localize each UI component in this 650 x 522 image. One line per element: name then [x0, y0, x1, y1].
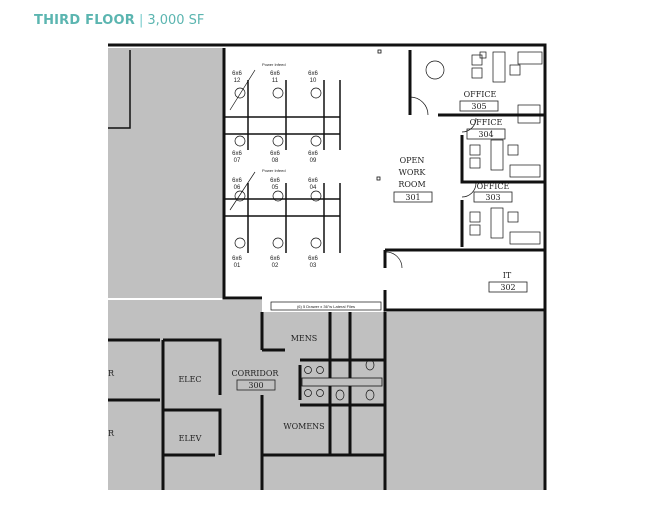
cubicle-number: 02: [272, 263, 279, 269]
room-label: MENS: [291, 334, 318, 343]
right-lower-area: [385, 312, 545, 490]
cubicle-number: 07: [234, 158, 241, 164]
room-label: ELEC: [178, 375, 201, 384]
room-label: OFFICE: [464, 90, 497, 99]
room-label-partial: R: [108, 429, 115, 438]
cubicle-size: 6x6: [308, 151, 318, 157]
cubicle-number: 11: [272, 78, 279, 84]
cubicle-number: 12: [234, 78, 241, 84]
cubicle-size: 6x6: [232, 256, 242, 262]
cubicle-number: 08: [272, 158, 279, 164]
cubicle-number: 04: [310, 185, 317, 191]
room-label: WORK: [399, 168, 427, 177]
room-label-partial: R: [108, 369, 115, 378]
room-label: OFFICE: [470, 118, 503, 127]
room-label: ROOM: [398, 180, 425, 189]
cubicle-size: 6x6: [308, 178, 318, 184]
lateral-files-label: (6) 5 Drawer x 36"w Lateral Files: [297, 304, 355, 309]
room-label: CORRIDOR: [232, 369, 280, 378]
room-number: 305: [471, 102, 486, 111]
cubicle-size: 6x6: [308, 71, 318, 77]
cubicle-furniture: [224, 49, 382, 253]
left-common-area: [108, 48, 224, 298]
cubicle-size: 6x6: [308, 256, 318, 262]
room-number: 304: [478, 130, 493, 139]
lateral-files: [270, 301, 382, 311]
office-furniture: [425, 51, 543, 245]
room-label: OFFICE: [477, 182, 510, 191]
power-infeed-label: Power Infeed: [262, 62, 286, 67]
cubicle-number: 06: [234, 185, 241, 191]
core-common-area: [108, 300, 385, 490]
floor-header: THIRD FLOOR|3,000 SF: [34, 13, 204, 28]
cubicle-size: 6x6: [270, 178, 280, 184]
cubicle-number: 05: [272, 185, 279, 191]
cubicle-size: 6x6: [232, 178, 242, 184]
room-number: 302: [500, 283, 515, 292]
cubicle-size: 6x6: [270, 256, 280, 262]
room-label: OPEN: [400, 156, 425, 165]
cubicle-size: 6x6: [270, 151, 280, 157]
cubicle-number: 01: [234, 263, 241, 269]
cubicle-size: 6x6: [232, 151, 242, 157]
it-room-walls: [383, 248, 545, 312]
cubicle-size: 6x6: [232, 71, 242, 77]
cubicle-size: 6x6: [270, 71, 280, 77]
cubicle-number: 10: [310, 78, 317, 84]
power-infeed-label: Power Infeed: [262, 168, 286, 173]
room-number: 303: [485, 193, 500, 202]
room-number: 300: [248, 381, 263, 390]
floor-area: 3,000 SF: [147, 13, 205, 28]
office-walls: [408, 50, 545, 247]
outer-wall: [108, 43, 547, 490]
room-label: WOMENS: [283, 422, 324, 431]
room-number: 301: [405, 193, 420, 202]
room-label: IT: [503, 271, 512, 280]
cubicle-number: 09: [310, 158, 317, 164]
room-label: ELEV: [179, 434, 202, 443]
floor-title: THIRD FLOOR: [34, 13, 135, 28]
header-separator: |: [138, 13, 144, 28]
cubicle-number: 03: [310, 263, 317, 269]
